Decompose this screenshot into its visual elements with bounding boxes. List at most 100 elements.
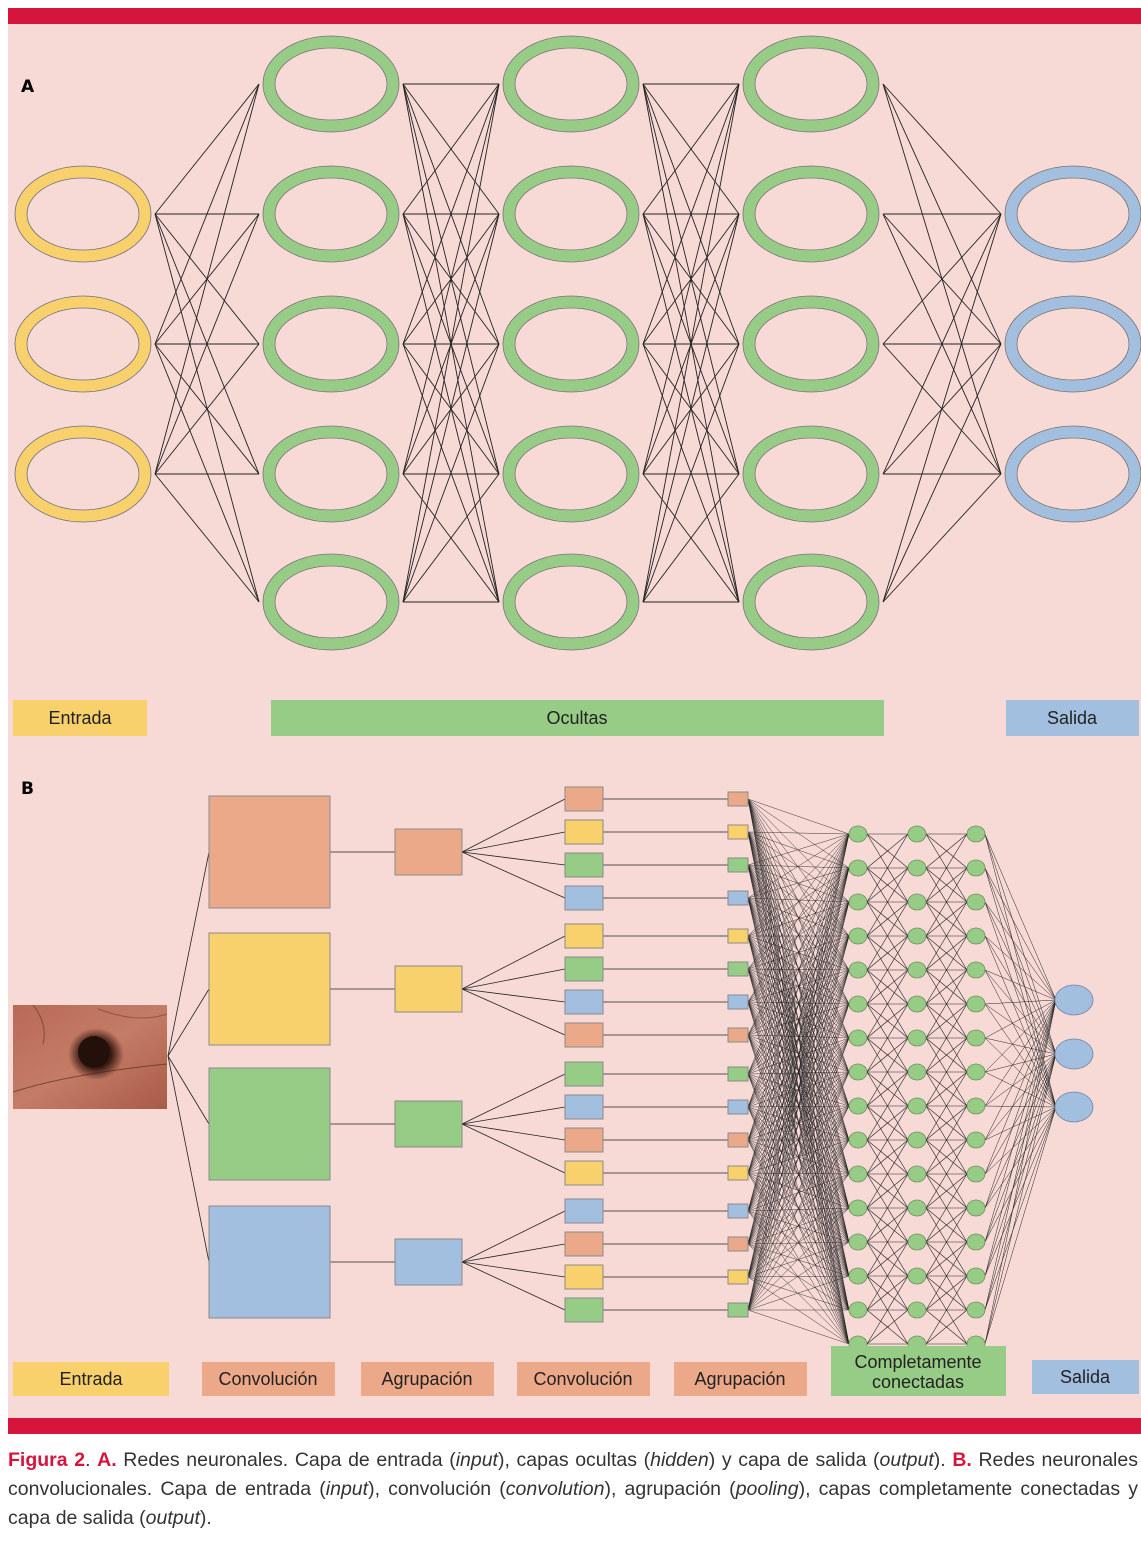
connection-line [984, 999, 1057, 1141]
neuron-outline [26, 177, 140, 251]
neuron-outline [274, 47, 388, 121]
connection-line [747, 1275, 850, 1311]
fully-connected-neuron [907, 1029, 927, 1047]
connection-line [747, 833, 850, 899]
connection-line [925, 1105, 968, 1175]
connection-line [747, 833, 850, 1212]
caption-text: ). [933, 1449, 953, 1471]
connection-line [747, 897, 850, 1345]
input-neuron [15, 166, 151, 262]
connection-line [747, 867, 850, 1174]
connection-line [747, 1276, 850, 1311]
legend-b-input-label: Entrada [59, 1369, 123, 1389]
connection-line [984, 867, 1057, 1001]
panel-b-convolutional-network: B Entrada Convolución Agrupac [12, 779, 1139, 1396]
fully-connected-neuron [966, 1029, 986, 1047]
connection-line [747, 1105, 850, 1212]
fully-connected-neuron [848, 961, 868, 979]
connection-line [747, 833, 850, 1311]
connection-line [747, 833, 850, 1141]
connection-line [925, 1037, 968, 1107]
skin-line [32, 1004, 45, 1045]
fully-connected-neuron [848, 825, 868, 843]
connection-line [461, 1210, 566, 1263]
connection-line [747, 833, 850, 1075]
pooling-map [727, 1132, 749, 1148]
fully-connected-neuron [907, 1301, 927, 1319]
connection-line [747, 833, 850, 1003]
output-neuron [1005, 426, 1141, 522]
connection-line [925, 1173, 968, 1209]
hidden-neuron [263, 554, 399, 650]
connection-line [984, 999, 1057, 1073]
pooling-map [727, 857, 749, 873]
connection-line [866, 1241, 909, 1277]
connection-line [747, 1037, 850, 1311]
neuron-outline [742, 35, 880, 133]
neuron-outline [514, 47, 628, 121]
neuron-outline [514, 565, 628, 639]
connection-line [925, 1207, 968, 1277]
connection-line [747, 1241, 850, 1311]
connection-line [925, 1207, 968, 1243]
legend-b-conv1-box [202, 1362, 335, 1396]
connection-line [154, 213, 260, 475]
connection-line [461, 851, 566, 866]
legend-b-pool2-label: Agrupación [694, 1369, 785, 1389]
fully-connected-neuron [848, 1097, 868, 1115]
connection-line [461, 968, 566, 990]
connection-line [866, 901, 909, 971]
connection-line [747, 1276, 850, 1345]
neuron-outline [754, 307, 868, 381]
caption-term: hidden [650, 1449, 709, 1471]
connection-line [747, 969, 850, 1036]
connection-line [925, 1037, 968, 1073]
connection-line [866, 867, 909, 937]
hidden-neuron [503, 554, 639, 650]
legend-b-fc-label-line2: conectadas [872, 1372, 964, 1392]
connection-line [984, 901, 1057, 1001]
legend-b-output-box [1032, 1360, 1139, 1394]
connection-line [154, 83, 260, 475]
fully-connected-neuron [966, 859, 986, 877]
connection-line [747, 833, 850, 1174]
pooling-map [727, 1203, 749, 1219]
fully-connected-neuron [907, 995, 927, 1013]
connection-line [747, 1172, 850, 1345]
neuron-outline [502, 165, 640, 263]
connection-line [747, 833, 850, 1108]
hidden-neuron [503, 36, 639, 132]
legend-b-pool1-box [361, 1362, 494, 1396]
legend-b-conv1: Convolución [202, 1362, 335, 1396]
convolution-map [564, 885, 604, 911]
connection-line [402, 83, 500, 215]
neuron-outline [1004, 295, 1141, 393]
bottom-accent-bar [8, 1418, 1141, 1434]
connection-line [984, 999, 1057, 1039]
caption-term: output [145, 1507, 200, 1529]
neuron-outline [14, 425, 152, 523]
panel-b-layers [208, 786, 1094, 1353]
connection-line [747, 897, 850, 1277]
neuron-outline [262, 553, 400, 651]
neuron-outline [754, 565, 868, 639]
network-diagrams: A Entrada Ocultas Salida B [12, 35, 1141, 1396]
connection-line [866, 1309, 909, 1345]
connection-line [747, 969, 850, 1003]
output-neuron [1005, 166, 1141, 262]
connection-line [984, 935, 1057, 1001]
fully-connected-neuron [966, 1267, 986, 1285]
connection-line [461, 1106, 566, 1125]
output-neuron [1054, 984, 1094, 1016]
connection-line [866, 969, 909, 1039]
legend-a-output: Salida [1006, 700, 1139, 736]
connection-line [747, 1071, 850, 1311]
connection-line [882, 213, 1002, 475]
caption-term: input [325, 1478, 369, 1500]
fully-connected-neuron [966, 1233, 986, 1251]
connection-line [866, 833, 909, 869]
fully-connected-neuron [966, 1131, 986, 1149]
connection-line [866, 1003, 909, 1039]
caption-figure-label: Figura 2 [8, 1449, 86, 1471]
connection-line [925, 1139, 968, 1175]
